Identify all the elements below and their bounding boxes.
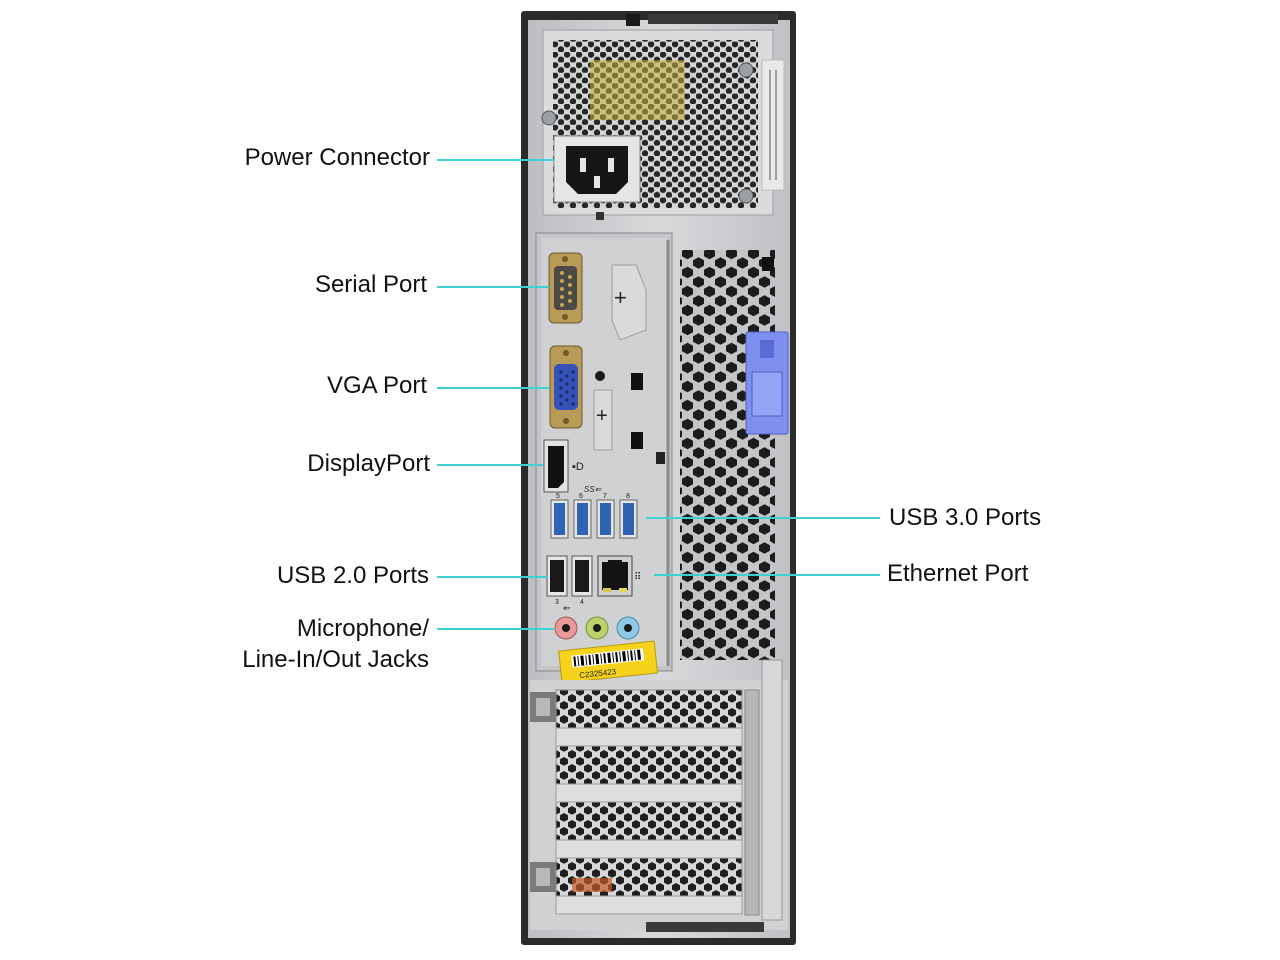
label-usb30-ports: USB 3.0 Ports <box>889 504 1042 531</box>
psu-screw-br <box>738 188 754 204</box>
audio-jacks <box>554 616 640 640</box>
svg-text:⇐: ⇐ <box>563 603 571 613</box>
label-power-connector: Power Connector <box>244 144 430 171</box>
svg-text:⠿: ⠿ <box>634 572 641 583</box>
leader-audio-jacks <box>437 628 554 630</box>
label-ethernet-port: Ethernet Port <box>887 560 1029 587</box>
slot-cover-2 <box>555 745 743 785</box>
label-audio-jacks-line1: Microphone/ <box>296 615 429 642</box>
usb3-ports <box>550 499 638 539</box>
leader-serial-port <box>437 286 549 288</box>
side-vent <box>680 250 775 660</box>
label-serial-port: Serial Port <box>314 271 427 298</box>
barcode-sticker <box>558 640 659 684</box>
slot-cover-3 <box>555 801 743 841</box>
psu-screw-tl <box>541 110 557 126</box>
leader-usb20-ports <box>437 576 547 578</box>
label-usb20-ports: USB 2.0 Ports <box>276 562 429 589</box>
label-audio-jacks-line2: Line-In/Out Jacks <box>242 646 429 673</box>
psu-label-strip <box>761 59 785 191</box>
leader-power-connector <box>437 159 554 161</box>
leader-displayport <box>437 464 543 466</box>
leader-vga-port <box>437 387 549 389</box>
label-vga-port: VGA Port <box>326 372 427 399</box>
leader-usb30-ports <box>646 517 880 519</box>
svg-text:+: + <box>614 285 627 310</box>
slot-cover-4 <box>555 857 743 897</box>
psu-screw-tr <box>738 62 754 78</box>
slot-cover-1 <box>555 689 743 729</box>
svg-text:+: + <box>596 405 608 427</box>
label-displayport: DisplayPort <box>307 450 430 477</box>
leader-ethernet-port <box>654 574 880 576</box>
svg-text:▪D: ▪D <box>572 461 584 473</box>
svg-text:SS⇐: SS⇐ <box>584 485 603 494</box>
usb2-ports <box>546 555 593 597</box>
